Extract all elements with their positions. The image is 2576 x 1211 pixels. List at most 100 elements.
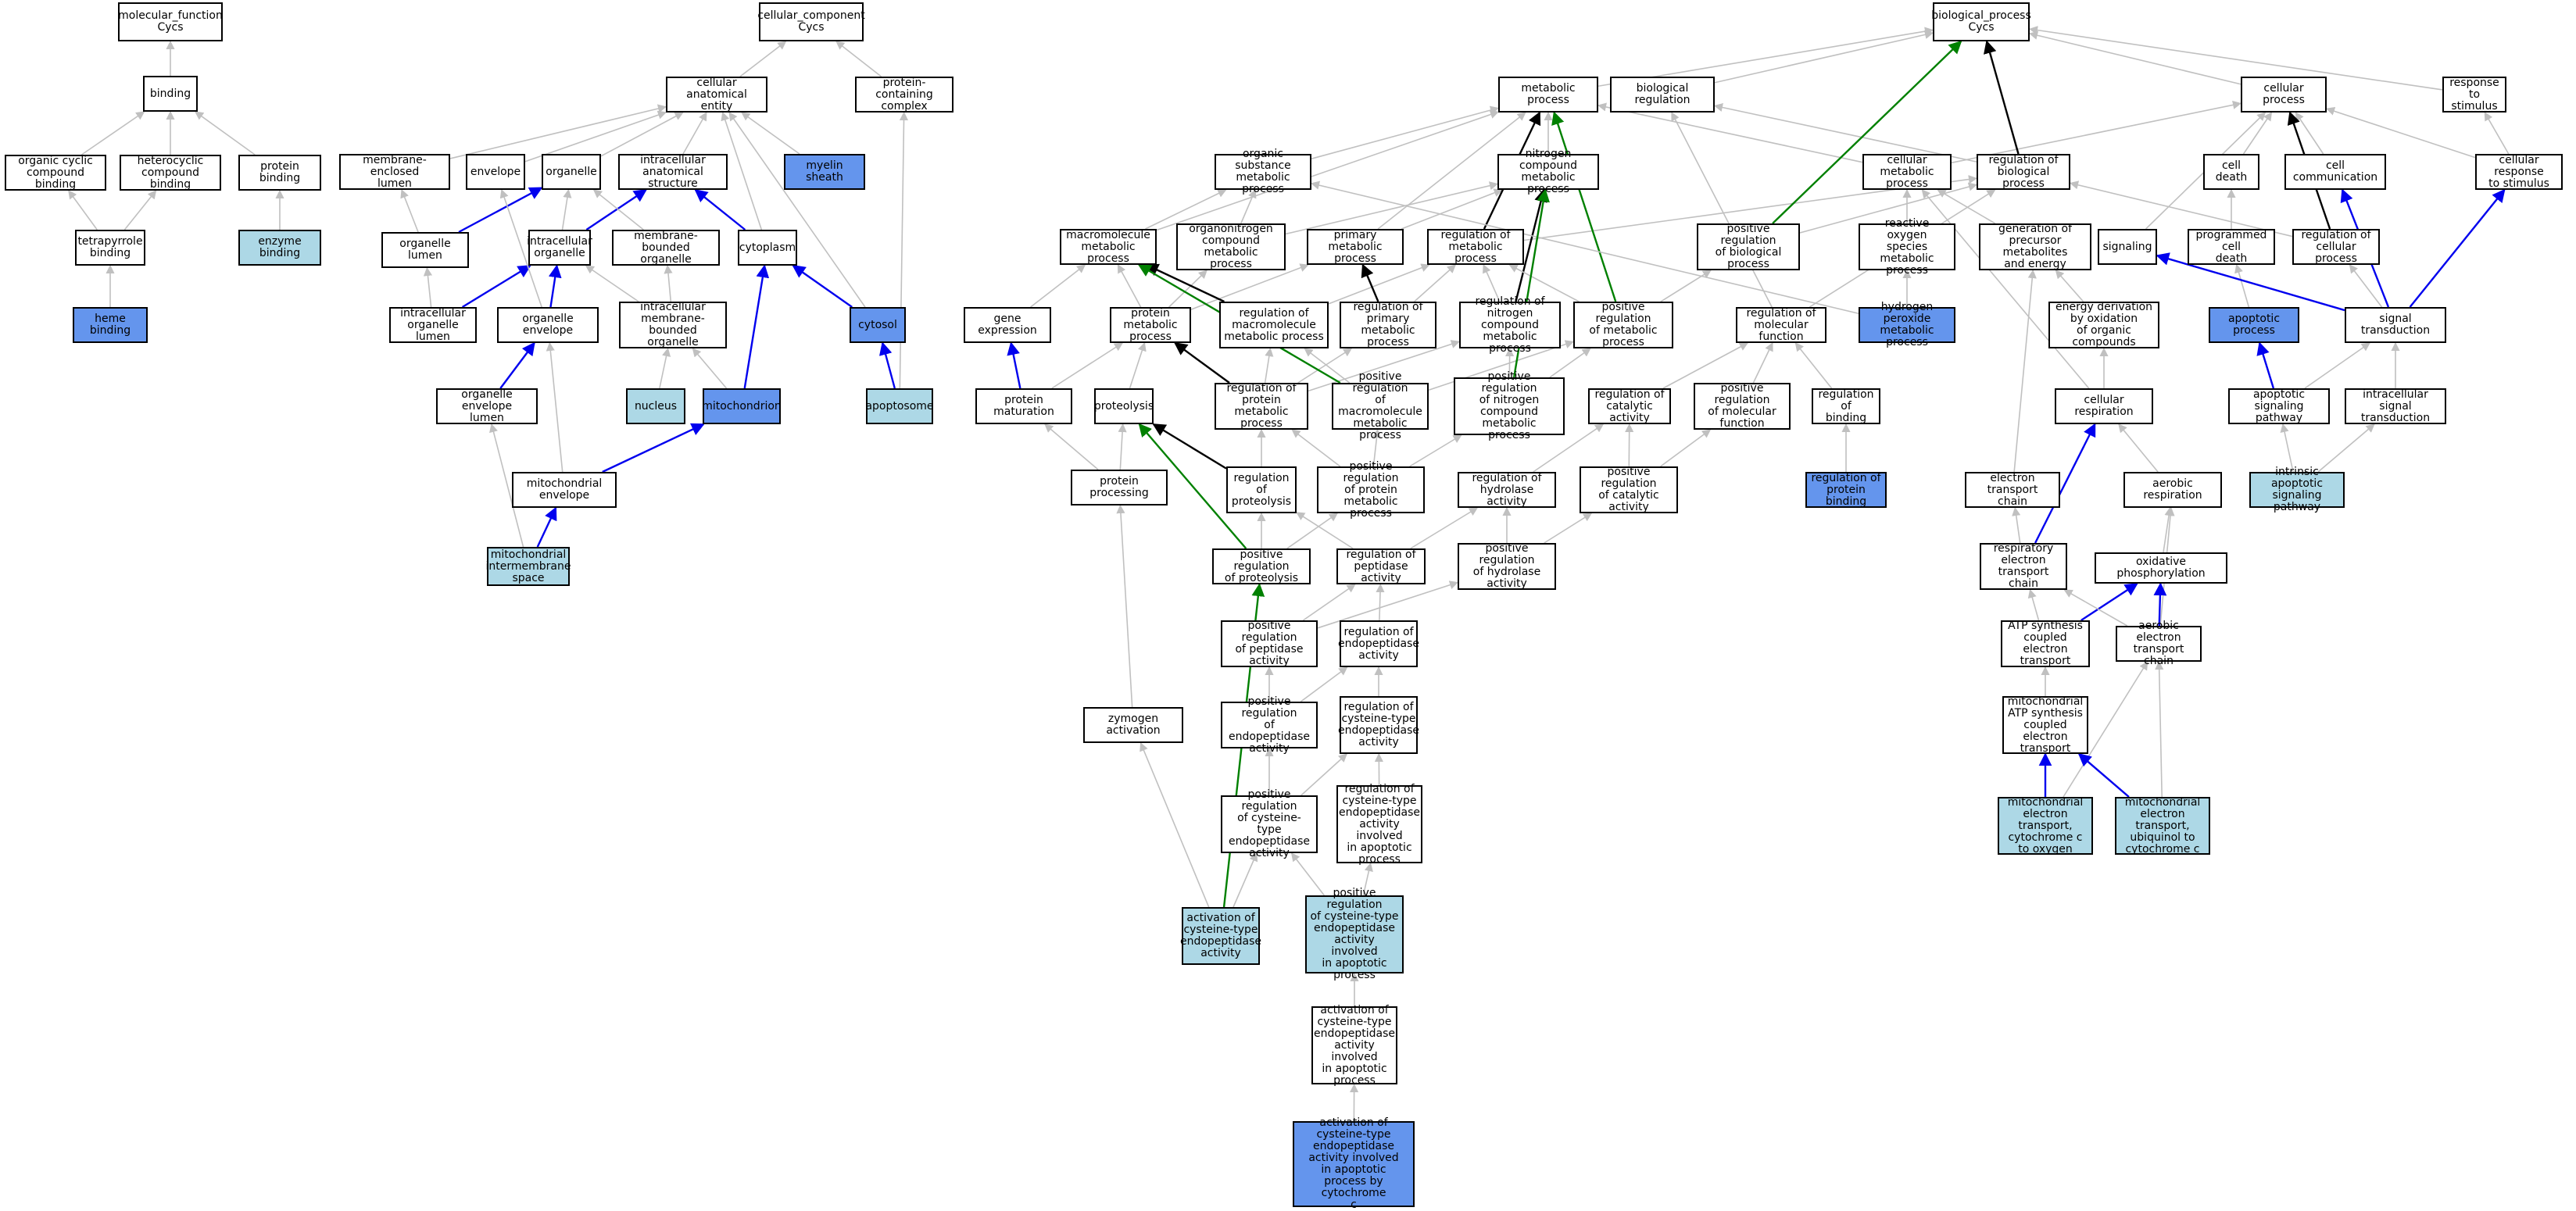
term-node-osmp[interactable]: organic substance metabolic process <box>1215 154 1311 190</box>
term-node-metc_o2[interactable]: mitochondrial electron transport, cytoch… <box>1998 797 2093 855</box>
term-node-mbo[interactable]: membrane-bounded organelle <box>612 230 720 266</box>
term-node-aerresp[interactable]: aerobic respiration <box>2123 472 2222 508</box>
term-node-env[interactable]: envelope <box>466 154 525 190</box>
term-node-pb[interactable]: protein binding <box>238 155 321 191</box>
term-node-prctepaap[interactable]: positive regulation of cysteine-type end… <box>1305 895 1404 973</box>
term-node-etc[interactable]: electron transport chain <box>1965 472 2060 508</box>
term-node-prepa[interactable]: positive regulation of endopeptidase act… <box>1221 702 1318 748</box>
term-node-geneexp[interactable]: gene expression <box>964 307 1051 343</box>
term-node-protmp[interactable]: protein metabolic process <box>1110 307 1191 343</box>
term-node-prbp[interactable]: positive regulation of biological proces… <box>1697 223 1800 270</box>
term-node-repa[interactable]: regulation of endopeptidase activity <box>1340 620 1418 667</box>
term-node-mmp[interactable]: macromolecule metabolic process <box>1060 229 1157 265</box>
term-node-rbind[interactable]: regulation of binding <box>1812 388 1880 424</box>
term-node-rpb[interactable]: regulation of protein binding <box>1805 472 1887 508</box>
term-node-resp2stim[interactable]: response to stimulus <box>2442 77 2506 113</box>
term-node-protproc[interactable]: protein processing <box>1071 470 1168 505</box>
term-node-prncmp[interactable]: positive regulation of nitrogen compound… <box>1454 377 1565 435</box>
term-node-actctepaap[interactable]: activation of cysteine-type endopeptidas… <box>1311 1006 1397 1084</box>
term-node-mito[interactable]: mitochondrion <box>703 388 781 424</box>
term-node-ias[interactable]: intracellular anatomical structure <box>618 154 728 190</box>
term-node-mel[interactable]: membrane-enclosed lumen <box>339 154 450 190</box>
term-node-atpscet[interactable]: ATP synthesis coupled electron transport <box>2001 620 2090 667</box>
term-node-oxphos[interactable]: oxidative phosphorylation <box>2095 552 2227 584</box>
term-node-signaling[interactable]: signaling <box>2098 229 2157 265</box>
term-node-apoproc[interactable]: apoptotic process <box>2209 307 2299 343</box>
term-node-rctepa[interactable]: regulation of cysteine-type endopeptidas… <box>1340 696 1418 754</box>
term-node-cc[interactable]: cellular_component Cycs <box>759 2 864 41</box>
term-node-matpscet[interactable]: mitochondrial ATP synthesis coupled elec… <box>2002 696 2088 754</box>
term-node-org[interactable]: organelle <box>542 154 601 190</box>
term-node-prha[interactable]: positive regulation of hydrolase activit… <box>1458 543 1556 590</box>
term-node-rmf[interactable]: regulation of molecular function <box>1736 307 1826 343</box>
term-node-rprot[interactable]: regulation of proteolysis <box>1226 466 1297 513</box>
term-node-rmp[interactable]: regulation of metabolic process <box>1427 229 1524 265</box>
term-node-protmat[interactable]: protein maturation <box>975 388 1072 424</box>
term-node-rmmp[interactable]: regulation of macromolecule metabolic pr… <box>1219 302 1329 348</box>
term-node-prmf[interactable]: positive regulation of molecular functio… <box>1694 383 1791 430</box>
term-node-actctepaapcyt[interactable]: activation of cysteine-type endopeptidas… <box>1293 1121 1415 1207</box>
term-node-mf[interactable]: molecular_function Cycs <box>118 2 223 41</box>
term-node-actctepa[interactable]: activation of cysteine-type endopeptidas… <box>1182 907 1260 965</box>
term-node-oel[interactable]: organelle envelope lumen <box>436 388 538 424</box>
term-node-aetc[interactable]: aerobic electron transport chain <box>2116 626 2202 662</box>
term-node-iorg[interactable]: intracellular organelle <box>528 230 591 266</box>
term-node-h2o2[interactable]: hydrogen peroxide metabolic process <box>1859 307 1955 343</box>
term-node-metc_ubq[interactable]: mitochondrial electron transport, ubiqui… <box>2115 797 2210 855</box>
term-node-rosmp[interactable]: reactive oxygen species metabolic proces… <box>1859 223 1955 270</box>
term-node-prprotmp[interactable]: positive regulation of protein metabolic… <box>1317 466 1425 513</box>
term-node-prctepa[interactable]: positive regulation of cysteine-type end… <box>1221 795 1318 853</box>
term-node-binding[interactable]: binding <box>143 76 198 112</box>
term-node-rpmp[interactable]: regulation of primary metabolic process <box>1340 302 1436 348</box>
term-node-cyto[interactable]: cytoplasm <box>738 230 797 266</box>
term-node-retc[interactable]: respiratory electron transport chain <box>1980 543 2067 590</box>
term-node-pcc[interactable]: protein-containing complex <box>855 77 953 113</box>
term-node-iol[interactable]: intracellular organelle lumen <box>389 307 477 343</box>
term-node-prmmp[interactable]: positive regulation of macromolecule met… <box>1332 383 1429 430</box>
term-node-rca[interactable]: regulation of catalytic activity <box>1588 388 1671 424</box>
term-node-prca[interactable]: positive regulation of catalytic activit… <box>1580 466 1678 513</box>
term-node-rpa[interactable]: regulation of peptidase activity <box>1336 548 1426 584</box>
term-node-orgenv[interactable]: organelle envelope <box>497 307 599 343</box>
term-node-gpme[interactable]: generation of precursor metabolites and … <box>1979 223 2091 270</box>
term-node-enzb[interactable]: enzyme binding <box>238 230 321 266</box>
term-node-hcb[interactable]: heterocyclic compound binding <box>120 155 221 191</box>
term-node-nucleus[interactable]: nucleus <box>626 388 685 424</box>
term-node-cytosol[interactable]: cytosol <box>850 307 906 343</box>
term-node-crs[interactable]: cellular response to stimulus <box>2475 154 2563 190</box>
term-node-cellresp[interactable]: cellular respiration <box>2055 388 2153 424</box>
term-node-metab[interactable]: metabolic process <box>1498 77 1598 113</box>
term-node-rprotmp[interactable]: regulation of protein metabolic process <box>1215 383 1308 430</box>
term-node-bp[interactable]: biological_process Cycs <box>1933 2 2030 41</box>
term-node-sigtrans[interactable]: signal transduction <box>2345 307 2446 343</box>
term-node-tetra[interactable]: tetrapyrrole binding <box>75 230 145 266</box>
term-node-imbo[interactable]: intracellular membrane-bounded organelle <box>619 302 727 348</box>
term-node-ocb[interactable]: organic cyclic compound binding <box>5 155 106 191</box>
term-node-mis[interactable]: mitochondrial intermembrane space <box>487 547 570 586</box>
term-node-rbp[interactable]: regulation of biological process <box>1977 154 2070 190</box>
term-node-iasp[interactable]: intrinsic apoptotic signaling pathway <box>2249 472 2345 508</box>
term-node-mitoenv[interactable]: mitochondrial envelope <box>512 472 617 508</box>
term-node-cmp[interactable]: cellular metabolic process <box>1862 154 1952 190</box>
term-node-zymact[interactable]: zymogen activation <box>1083 707 1183 743</box>
term-node-prmp[interactable]: positive regulation of metabolic process <box>1573 302 1673 348</box>
term-node-rcp[interactable]: regulation of cellular process <box>2292 229 2380 265</box>
term-node-ist[interactable]: intracellular signal transduction <box>2345 388 2446 424</box>
term-node-proteolysis[interactable]: proteolysis <box>1094 388 1154 424</box>
term-node-pmp[interactable]: primary metabolic process <box>1307 229 1404 265</box>
term-node-prpa[interactable]: positive regulation of peptidase activit… <box>1221 620 1318 667</box>
term-node-celldeath[interactable]: cell death <box>2203 154 2259 190</box>
term-node-rctepaap[interactable]: regulation of cysteine-type endopeptidas… <box>1336 785 1422 863</box>
term-node-asp[interactable]: apoptotic signaling pathway <box>2228 388 2330 424</box>
term-node-heme[interactable]: heme binding <box>73 307 148 343</box>
term-node-pcd[interactable]: programmed cell death <box>2188 229 2275 265</box>
term-node-prprot[interactable]: positive regulation of proteolysis <box>1212 548 1311 584</box>
term-node-cae[interactable]: cellular anatomical entity <box>666 77 767 113</box>
term-node-oncmp[interactable]: organonitrogen compound metabolic proces… <box>1176 223 1286 270</box>
term-node-ncmp[interactable]: nitrogen compound metabolic process <box>1497 154 1599 190</box>
term-node-cellcomm[interactable]: cell communication <box>2284 154 2386 190</box>
term-node-rncmp[interactable]: regulation of nitrogen compound metaboli… <box>1459 302 1561 348</box>
term-node-apoptosome[interactable]: apoptosome <box>866 388 933 424</box>
term-node-myelin[interactable]: myelin sheath <box>784 154 865 190</box>
term-node-rha[interactable]: regulation of hydrolase activity <box>1458 472 1556 508</box>
